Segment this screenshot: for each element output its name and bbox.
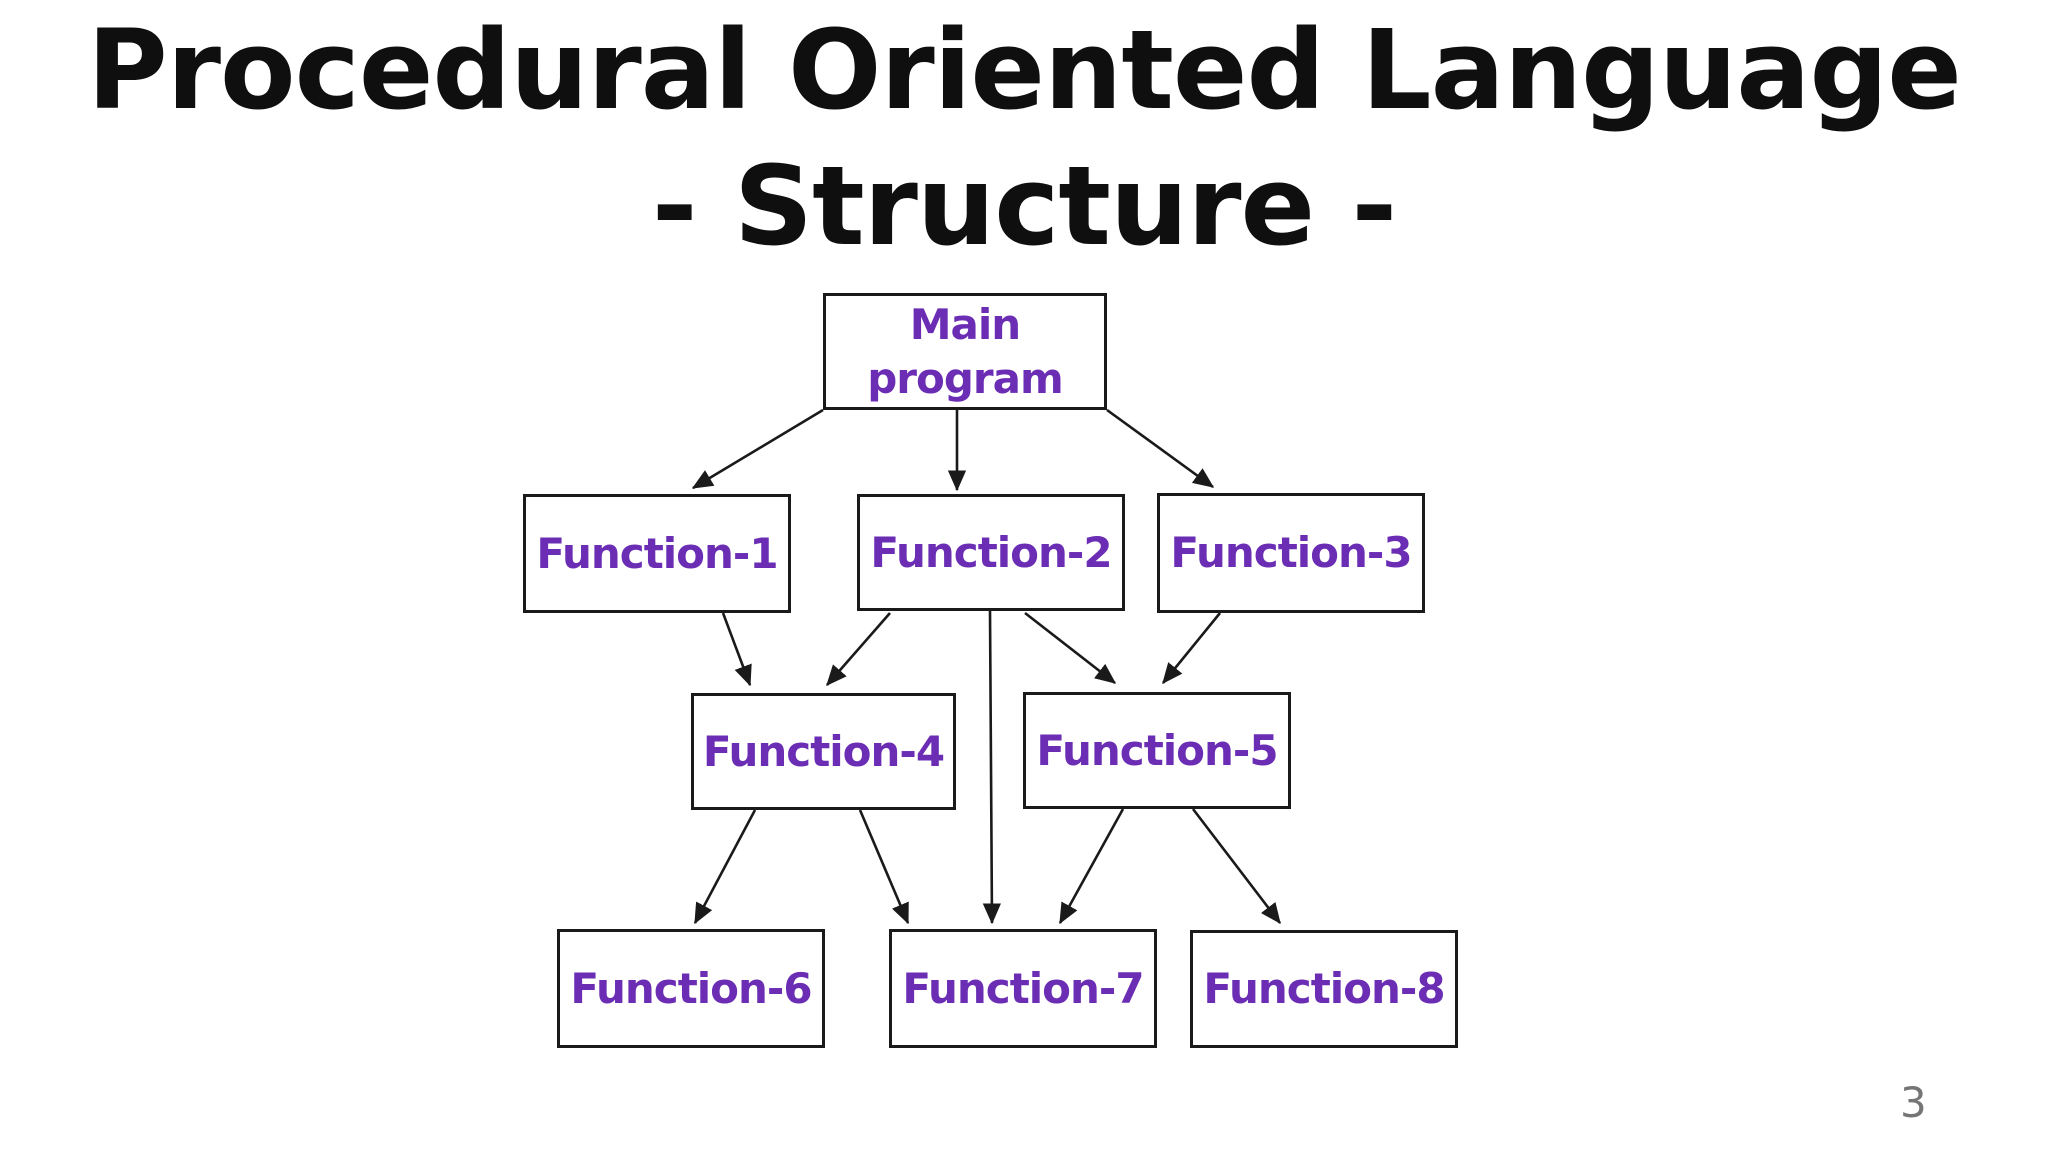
edge-main-to-f3 [1106, 408, 1215, 489]
node-main-program: Main program [823, 293, 1107, 410]
edge-f2-to-f7 [982, 610, 1001, 925]
node-function-8: Function-8 [1190, 930, 1458, 1048]
node-function-3: Function-3 [1157, 493, 1425, 613]
slide-title-line-1: Procedural Oriented Language [87, 6, 1962, 134]
edge-main-to-f1 [691, 408, 824, 490]
node-function-2: Function-2 [857, 494, 1125, 611]
edge-f4-to-f7 [858, 809, 910, 925]
page-number: 3 [1900, 1078, 1927, 1127]
node-function-1: Function-1 [523, 494, 791, 613]
edge-f2-to-f5 [1024, 611, 1117, 685]
slide-title-line-2: - Structure - [651, 142, 1397, 270]
edge-f5-to-f8 [1191, 808, 1282, 925]
slide-title: Procedural Oriented Language - Structure… [0, 2, 2048, 274]
edge-f3-to-f5 [1161, 612, 1222, 685]
node-function-6: Function-6 [557, 929, 825, 1048]
edge-f1-to-f4 [721, 612, 752, 687]
edge-f4-to-f6 [693, 809, 757, 925]
node-function-4: Function-4 [691, 693, 956, 810]
edge-f5-to-f7 [1058, 808, 1125, 925]
node-function-5: Function-5 [1023, 692, 1291, 809]
node-function-7: Function-7 [889, 929, 1157, 1048]
edge-f2-to-f4 [826, 612, 891, 686]
